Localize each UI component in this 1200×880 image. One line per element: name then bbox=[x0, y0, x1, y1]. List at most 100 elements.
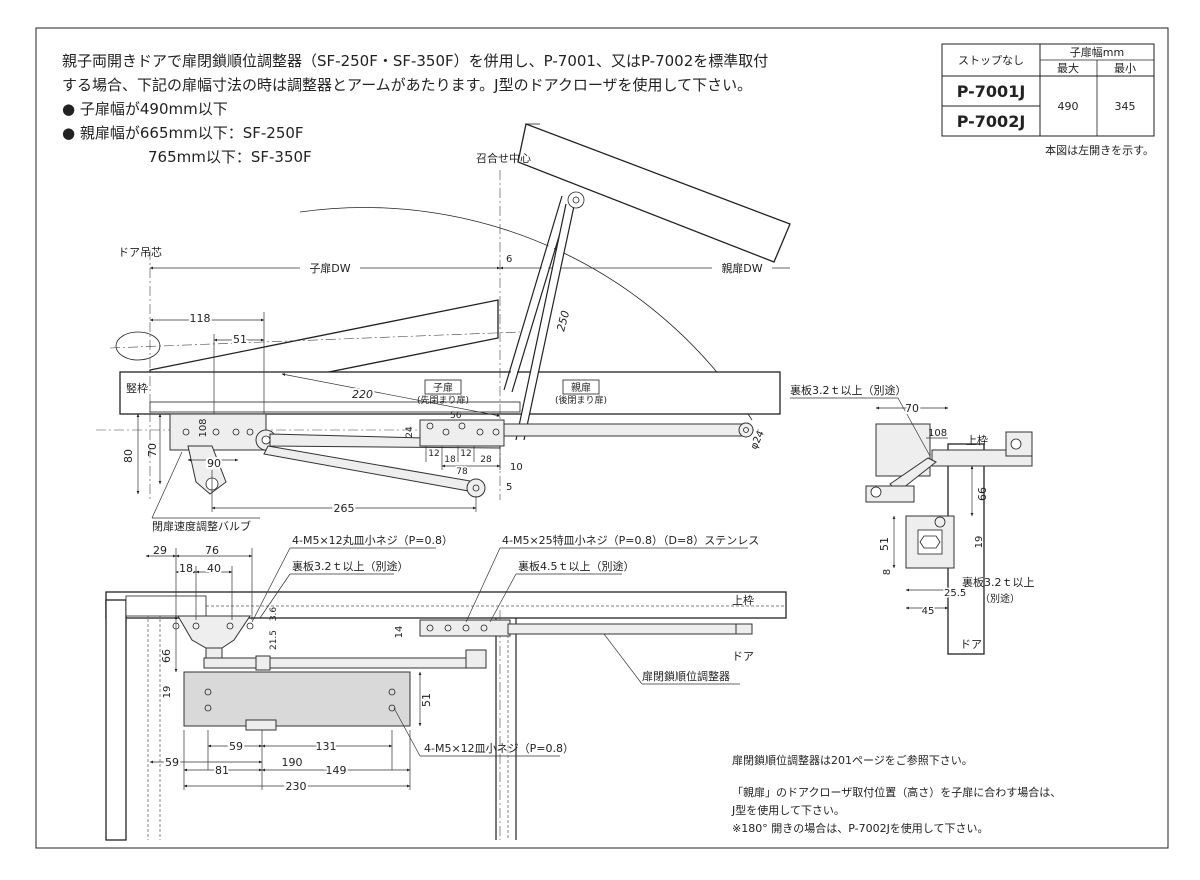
front-screw-3: 4-M5×12皿小ネジ（P=0.8） bbox=[424, 742, 574, 755]
side-view: 裏板3.2ｔ以上（別途） 上枠 70 108 66 51 19 8 25.5 4… bbox=[790, 383, 1035, 655]
spec-model-1: P-7001J bbox=[957, 82, 1026, 101]
dim-265: 265 bbox=[334, 502, 355, 515]
front-plate-2: 裏板4.5ｔ以上（別途） bbox=[518, 559, 635, 573]
spec-max-value: 490 bbox=[1058, 100, 1079, 113]
child-dw-label: 子扉DW bbox=[309, 262, 350, 275]
side-dim-8: 8 bbox=[882, 569, 893, 575]
spec-min-header: 最小 bbox=[1114, 62, 1136, 75]
front-dim-3-6: 3.6 bbox=[269, 607, 279, 622]
spec-max-header: 最大 bbox=[1057, 61, 1079, 75]
side-dim-45: 45 bbox=[922, 606, 935, 617]
intro-bullet-1: ● 子扉幅が490mm以下 bbox=[62, 100, 228, 118]
hinge-center-label: ドア吊芯 bbox=[118, 245, 162, 259]
front-screw-1: 4-M5×12丸皿小ネジ（P=0.8） bbox=[292, 534, 453, 547]
dim-18: 18 bbox=[444, 455, 456, 465]
child-fore-arm bbox=[263, 445, 477, 493]
frame-label: 竪枠 bbox=[126, 381, 148, 395]
dim-28: 28 bbox=[480, 455, 492, 465]
dim-5: 5 bbox=[506, 482, 512, 493]
parent-arm bbox=[503, 423, 749, 437]
side-dim-70: 70 bbox=[905, 402, 919, 415]
front-top-frame-label: 上枠 bbox=[732, 593, 754, 607]
intro-line-1: 親子両開きドアで扉閉鎖順位調整器（SF-250F・SF-350F）を併用し、P-… bbox=[62, 52, 768, 70]
note-2: 「親扉」のドアクローザ取付位置（高さ）を子扉に合わす場合は、 bbox=[732, 785, 1061, 799]
intro-bullet-3: 765mm以下：SF-350F bbox=[148, 148, 312, 166]
plan-view: 子扉DW 親扉DW 召合せ中心 ドア吊芯 6 竪枠 118 51 220 250… bbox=[96, 123, 791, 533]
dim-12b: 12 bbox=[460, 449, 471, 459]
front-dim-149: 149 bbox=[326, 764, 347, 777]
dim-24: 24 bbox=[405, 426, 415, 438]
front-dim-59a: 59 bbox=[229, 740, 243, 753]
sheet-border bbox=[35, 27, 1169, 849]
parent-door-sublabel: (後閉まり扉) bbox=[555, 394, 607, 406]
dim-70: 70 bbox=[146, 443, 159, 457]
spec-width-header: 子扉幅mm bbox=[1070, 46, 1124, 59]
dim-80: 80 bbox=[122, 449, 135, 463]
child-door-label: 子扉 bbox=[433, 381, 453, 394]
side-top-frame-label: 上枠 bbox=[966, 433, 988, 447]
dim-78: 78 bbox=[456, 467, 468, 477]
valve-label: 閉扉速度調整バルブ bbox=[152, 519, 251, 533]
intro-bullet-2: ● 親扉幅が665mm以下：SF-250F bbox=[62, 124, 304, 142]
side-door-label: ドア bbox=[960, 638, 982, 651]
side-dim-66: 66 bbox=[976, 487, 989, 501]
front-closer-body bbox=[183, 671, 411, 727]
front-dim-230: 230 bbox=[286, 780, 307, 793]
note-4: ※180° 開きの場合は、P-7002Jを使用して下さい。 bbox=[732, 821, 988, 835]
spec-stop-header: ストップなし bbox=[958, 54, 1024, 67]
front-dim-19: 19 bbox=[162, 686, 173, 699]
regulator-block bbox=[419, 419, 505, 447]
dim-51: 51 bbox=[233, 333, 247, 346]
front-dim-29: 29 bbox=[153, 544, 167, 557]
parent-door-open bbox=[517, 123, 791, 263]
front-dim-59b: 59 bbox=[165, 756, 179, 769]
side-plate-label-2: 裏板3.2ｔ以上 bbox=[962, 575, 1035, 589]
dim-56: 56 bbox=[450, 411, 462, 421]
front-dim-76: 76 bbox=[205, 544, 219, 557]
note-1: 扉閉鎖順位調整器は201ページをご参照下さい。 bbox=[732, 753, 973, 767]
front-regulator-label: 扉閉鎖順位調整器 bbox=[642, 669, 730, 683]
side-dim-19: 19 bbox=[974, 536, 985, 549]
dim-250: 250 bbox=[554, 309, 572, 333]
dim-90: 90 bbox=[207, 457, 221, 470]
parent-door-label: 親扉 bbox=[571, 381, 591, 394]
front-screw-2: 4-M5×25特皿小ネジ（P=0.8）（D=8）ステンレス bbox=[502, 533, 759, 547]
front-dim-14: 14 bbox=[394, 626, 405, 639]
child-door-sublabel: (先閉まり扉) bbox=[417, 394, 469, 406]
front-dim-66: 66 bbox=[160, 649, 173, 663]
side-dim-51: 51 bbox=[878, 537, 891, 551]
side-plate-label-2-sub: （別途） bbox=[980, 592, 1020, 605]
front-top-frame bbox=[105, 591, 787, 619]
front-dim-81: 81 bbox=[215, 764, 229, 777]
intro-line-2: する場合、下記の扉幅寸法の時は調整器とアームがあたります。J型のドアクローザを使… bbox=[62, 76, 752, 94]
parent-dw-label: 親扉DW bbox=[721, 262, 762, 275]
front-bracket bbox=[177, 615, 251, 649]
spec-model-2: P-7002J bbox=[957, 112, 1026, 131]
spec-table: ストップなし 子扉幅mm 最大 最小 P-7001J P-7002J 490 3… bbox=[941, 43, 1155, 157]
front-plate-1: 裏板3.2ｔ以上（別途） bbox=[292, 559, 409, 573]
dim-118: 118 bbox=[190, 312, 211, 325]
meeting-center-label: 召合せ中心 bbox=[476, 151, 531, 165]
side-dim-108: 108 bbox=[928, 428, 947, 439]
intro-text: 親子両開きドアで扉閉鎖順位調整器（SF-250F・SF-350F）を併用し、P-… bbox=[62, 52, 768, 166]
front-regulator bbox=[419, 619, 511, 637]
notes: 扉閉鎖順位調整器は201ページをご参照下さい。 「親扉」のドアクローザ取付位置（… bbox=[731, 753, 1061, 835]
spec-note: 本図は左開きを示す。 bbox=[1045, 143, 1154, 157]
front-door-label: ドア bbox=[732, 650, 754, 663]
dim-10: 10 bbox=[510, 462, 523, 473]
side-dim-25-5: 25.5 bbox=[944, 588, 966, 599]
side-plate-label: 裏板3.2ｔ以上（別途） bbox=[790, 383, 907, 397]
front-dim-40: 40 bbox=[207, 562, 221, 575]
front-dim-18: 18 bbox=[179, 562, 193, 575]
dim-6: 6 bbox=[506, 254, 512, 265]
front-dim-190: 190 bbox=[282, 756, 303, 769]
front-view: 29 76 18 40 3.6 21.5 14 66 19 51 59 131 … bbox=[105, 533, 787, 841]
dim-108: 108 bbox=[198, 418, 209, 437]
note-3: J型を使用して下さい。 bbox=[731, 803, 845, 817]
child-closer-bracket bbox=[169, 413, 267, 451]
front-dim-21-5: 21.5 bbox=[269, 630, 279, 650]
dim-220: 220 bbox=[352, 388, 373, 401]
spec-min-value: 345 bbox=[1115, 100, 1136, 113]
dim-12a: 12 bbox=[428, 449, 439, 459]
